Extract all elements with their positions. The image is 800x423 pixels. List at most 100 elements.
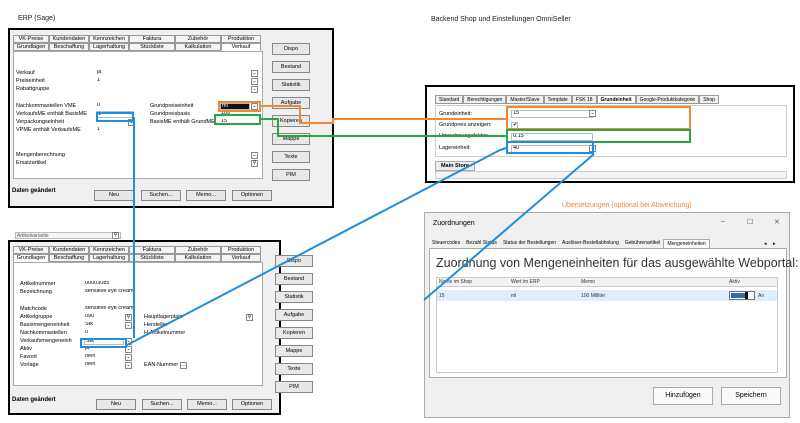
preiseinheit-field[interactable]: 1: [96, 78, 256, 85]
tab-produktion-2[interactable]: Produktion: [221, 246, 261, 254]
dispo-button[interactable]: Dispo: [272, 43, 310, 55]
texte-button-2[interactable]: Texte: [275, 363, 313, 375]
tab-kalkulation-2[interactable]: Kalkulation: [175, 254, 221, 262]
grundpreiseinheit-field[interactable]: ml: [220, 103, 250, 110]
hauptlagerplatz-search-icon[interactable]: ⚲: [246, 314, 253, 321]
tab-faktura[interactable]: Faktura: [129, 35, 175, 43]
shop-tab-template[interactable]: Template: [543, 95, 572, 104]
neu-button-2[interactable]: Neu: [96, 399, 136, 410]
col-memo[interactable]: Memo: [581, 279, 595, 285]
aktiv-toggle[interactable]: [729, 291, 755, 300]
tab-vk-preise-2[interactable]: VK-Preise: [13, 246, 49, 254]
col-aktiv[interactable]: Aktiv: [729, 279, 740, 285]
pim-button[interactable]: PIM: [272, 169, 310, 181]
tab-grundlagen-2[interactable]: Grundlagen: [13, 254, 49, 262]
col-wert-im-erp[interactable]: Wert im ERP: [511, 279, 540, 285]
artikelgruppe-search-icon[interactable]: ⚲: [125, 314, 132, 321]
tab-zubehoer[interactable]: Zubehör: [175, 35, 221, 43]
shop-tab-grundeinheit[interactable]: Grundeinheit: [596, 95, 636, 104]
tab-scroll-right-icon[interactable]: ▸: [773, 241, 776, 247]
mappe-button-2[interactable]: Mappe: [275, 345, 313, 357]
basismengeneinheit-dropdown[interactable]: ⌄: [125, 322, 132, 329]
pim-button-2[interactable]: PIM: [275, 381, 313, 393]
tab-lagerhaltung-2[interactable]: Lagerhaltung: [89, 254, 129, 262]
basisme-field[interactable]: 15: [220, 119, 258, 126]
ersatzartikel-search-icon[interactable]: ⚲: [251, 160, 258, 167]
minimize-icon[interactable]: –: [721, 218, 725, 225]
aufgabe-button-2[interactable]: Aufgabe: [275, 309, 313, 321]
tab-beschaffung[interactable]: Beschaffung: [49, 43, 89, 51]
tab-zubehoer-2[interactable]: Zubehör: [175, 246, 221, 254]
tab-verkauf[interactable]: Verkauf: [221, 43, 261, 51]
kopieren-button-2[interactable]: Kopieren: [275, 327, 313, 339]
tab-faktura-2[interactable]: Faktura: [129, 246, 175, 254]
table-row[interactable]: 15 ml 100 Milliter An: [437, 290, 777, 301]
shop-tab-shop[interactable]: Shop: [699, 95, 719, 104]
bezeichnung-field[interactable]: sensitive eye cream: [84, 289, 136, 296]
rabattgruppe-dropdown[interactable]: ⌄: [251, 86, 258, 93]
bestand-button[interactable]: Bestand: [272, 61, 310, 73]
artikelnummer-field[interactable]: 00003085: [84, 281, 136, 288]
statistik-button[interactable]: Statistik: [272, 79, 310, 91]
verkauf-dropdown[interactable]: ⌄: [251, 70, 258, 77]
ean-more-button[interactable]: …: [180, 362, 187, 369]
tab-kalkulation[interactable]: Kalkulation: [175, 43, 221, 51]
bestand-button-2[interactable]: Bestand: [275, 273, 313, 285]
tab-stueckliste-2[interactable]: Stückliste: [129, 254, 175, 262]
artikelvariante-search-icon[interactable]: ⚲: [112, 232, 119, 239]
texte-button[interactable]: Texte: [272, 151, 310, 163]
umrechnungsfaktor-field[interactable]: 0,15: [511, 133, 593, 141]
tab-lagerhaltung[interactable]: Lagerhaltung: [89, 43, 129, 51]
grundeinheit-dropdown[interactable]: ⌄: [589, 110, 596, 117]
close-icon[interactable]: ✕: [774, 219, 780, 226]
tab-kundendaten-2[interactable]: Kundendaten: [49, 246, 89, 254]
suchen-button-2[interactable]: Suchen...: [142, 399, 182, 410]
tab-grundlagen[interactable]: Grundlagen: [13, 43, 49, 51]
hinzufuegen-button[interactable]: Hinzufügen: [653, 387, 713, 405]
basismengeneinheit-field[interactable]: Stk: [84, 322, 124, 329]
memo-button[interactable]: Memo...: [186, 190, 226, 201]
dispo-button-2[interactable]: Dispo: [275, 255, 313, 267]
dlg-tab-status-bestellungen[interactable]: Status der Bestellungen: [502, 240, 557, 246]
vpme-field[interactable]: 1: [96, 127, 134, 134]
shop-tab-master-slave[interactable]: Master/Slave: [506, 95, 544, 104]
dlg-tab-ausloeser[interactable]: Auslöser-Bestellabholung: [562, 240, 619, 246]
suchen-button[interactable]: Suchen...: [141, 190, 181, 201]
aktiv-field[interactable]: ja: [84, 346, 124, 353]
verkauf-field[interactable]: ja: [96, 70, 256, 77]
favorit-dropdown[interactable]: ⌄: [125, 354, 132, 361]
artikelvariante-field[interactable]: Artikelvariante: [15, 232, 121, 239]
main-store-tab[interactable]: Main Store: [435, 161, 475, 171]
maximize-icon[interactable]: ☐: [747, 219, 754, 226]
optionen-button[interactable]: Optionen: [232, 190, 272, 201]
memo-button-2[interactable]: Memo...: [187, 399, 227, 410]
tab-produktion[interactable]: Produktion: [221, 35, 261, 43]
col-name-im-shop[interactable]: Name im Shop: [439, 279, 473, 285]
tab-vk-preise[interactable]: VK-Preise: [13, 35, 49, 43]
vorlage-dropdown[interactable]: ⌄: [125, 362, 132, 369]
favorit-field[interactable]: nein: [84, 354, 124, 361]
tab-scroll-left-icon[interactable]: ◂: [764, 241, 767, 247]
mengenberechnung-dropdown[interactable]: ⌄: [251, 152, 258, 159]
matchcode-field[interactable]: sensitive eye cream: [84, 306, 136, 313]
tab-kennzeichen-2[interactable]: Kennzeichen: [89, 246, 129, 254]
statistik-button-2[interactable]: Statistik: [275, 291, 313, 303]
nachkomma-vme-field[interactable]: 0: [96, 103, 134, 110]
grundpreiseinheit-dropdown[interactable]: ⌄: [251, 103, 258, 110]
vorlage-field[interactable]: nein: [84, 362, 124, 369]
dlg-tab-gebuehrenartikel[interactable]: Gebührenartikel: [624, 240, 661, 246]
artikelgruppe-field[interactable]: 090: [84, 314, 124, 321]
tab-stueckliste[interactable]: Stückliste: [129, 43, 175, 51]
tab-verkauf-2[interactable]: Verkauf: [221, 254, 261, 262]
preiseinheit-dropdown[interactable]: ⌄: [251, 78, 258, 85]
optionen-button-2[interactable]: Optionen: [232, 399, 272, 410]
shop-tab-standard[interactable]: Standard: [435, 95, 464, 104]
speichern-button[interactable]: Speichern: [721, 387, 781, 405]
shop-tab-berechtigungen[interactable]: Berechtigungen: [463, 95, 507, 104]
tab-kundendaten[interactable]: Kundendaten: [49, 35, 89, 43]
dlg-tab-steuercodes[interactable]: Steuercodes: [432, 240, 461, 246]
tab-beschaffung-2[interactable]: Beschaffung: [49, 254, 89, 262]
dlg-tab-bezahl-status[interactable]: Bezahl Status: [466, 240, 497, 246]
aktiv-dropdown[interactable]: ⌄: [125, 346, 132, 353]
shop-tab-google-kategorie[interactable]: Google-Produktkategorie: [635, 95, 700, 104]
